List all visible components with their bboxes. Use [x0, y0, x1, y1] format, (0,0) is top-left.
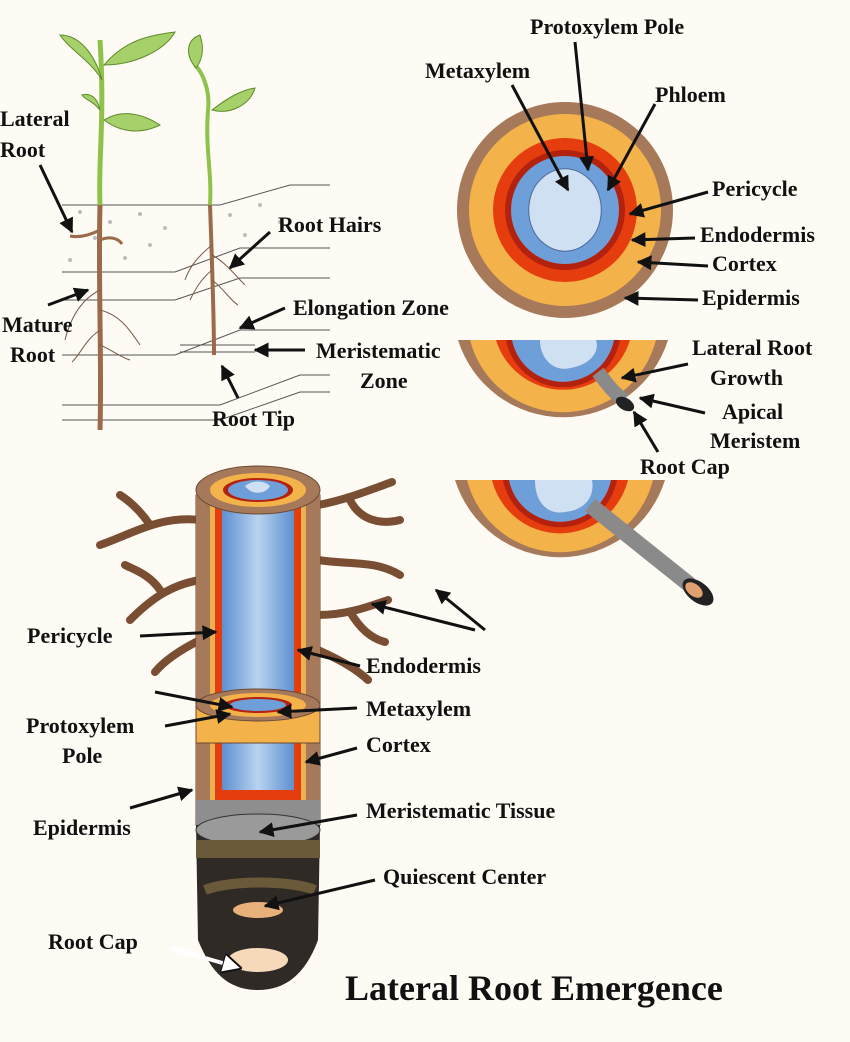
label-pericycle-bottom: Pericycle	[27, 623, 113, 648]
arrow-root-cap-bottom	[169, 946, 240, 968]
label-cortex-top: Cortex	[712, 251, 777, 276]
lateral-root-emerged-section	[455, 480, 714, 606]
arrow-meristematic-tissue	[258, 813, 358, 838]
arrow-epidermis	[623, 290, 699, 306]
arrow-metaxylem	[510, 84, 570, 192]
seedling-illustration	[59, 31, 330, 431]
mature-plant	[59, 31, 176, 431]
label-protoxylem-pole-bottom-1: Protoxylem	[26, 713, 134, 738]
diagram-title: Lateral Root Emergence	[345, 968, 723, 1008]
root-hairs	[96, 478, 404, 684]
annotation-arrows	[38, 41, 709, 968]
label-protoxylem-pole-top: Protoxylem Pole	[530, 14, 684, 39]
label-metaxylem-top: Metaxylem	[425, 58, 530, 83]
label-meristematic-tissue: Meristematic Tissue	[366, 798, 555, 823]
arrow-pericycle-bottom	[139, 625, 218, 641]
arrow-cortex-bottom	[304, 746, 358, 766]
label-lateral-root-1: Lateral	[0, 106, 70, 131]
label-phloem: Phloem	[655, 82, 726, 107]
arrow-mature-root	[47, 287, 90, 307]
label-lateral-root-growth-2: Growth	[710, 365, 783, 390]
label-cortex-bottom: Cortex	[366, 732, 431, 757]
arrow-root-tip	[220, 364, 240, 399]
label-metaxylem-bottom: Metaxylem	[366, 696, 471, 721]
label-endodermis-top: Endodermis	[700, 222, 815, 247]
soil-texture	[68, 203, 282, 262]
label-root-hairs: Root Hairs	[278, 212, 382, 237]
label-lateral-root-growth-1: Lateral Root	[692, 335, 813, 360]
label-apical-meristem-2: Meristem	[710, 428, 800, 453]
arrow-root-hairs-b	[434, 588, 486, 632]
label-meristematic-zone-2: Zone	[360, 368, 408, 393]
label-endodermis-bottom: Endodermis	[366, 653, 481, 678]
arrow-metaxylem-bottom	[276, 703, 358, 719]
label-root-cap-mid: Root Cap	[640, 454, 730, 479]
label-protoxylem-pole-bottom-2: Pole	[62, 743, 103, 768]
arrow-epidermis-bottom	[129, 786, 194, 810]
label-pericycle-top: Pericycle	[712, 176, 798, 201]
young-plant	[184, 34, 256, 356]
arrow-root-hairs-a	[370, 600, 476, 632]
arrow-root-hairs	[228, 230, 272, 270]
longitudinal-root	[96, 465, 404, 990]
arrow-quiescent-center	[263, 878, 376, 911]
arrow-lateral-root	[38, 164, 74, 234]
label-mature-root-2: Root	[10, 342, 56, 367]
arrow-endodermis-bottom	[296, 646, 361, 668]
labels: Lateral Root Root Hairs Mature Root Elon…	[0, 14, 815, 1008]
arrow-phloem	[606, 103, 657, 192]
arrow-cortex	[636, 255, 709, 271]
arrow-lateral-root-growth	[620, 362, 689, 383]
arrow-pericycle	[628, 190, 709, 218]
label-meristematic-zone-1: Meristematic	[316, 338, 441, 363]
label-apical-meristem-1: Apical	[722, 399, 783, 424]
label-mature-root-1: Mature	[2, 312, 73, 337]
arrow-endodermis	[630, 232, 696, 248]
root-cross-section	[457, 102, 673, 318]
label-root-tip: Root Tip	[212, 406, 295, 431]
lateral-root-growth-section	[458, 340, 668, 418]
label-elongation-zone: Elongation Zone	[293, 295, 449, 320]
label-root-cap-bottom: Root Cap	[48, 929, 138, 954]
arrow-apical-meristem	[638, 393, 706, 415]
label-lateral-root-2: Root	[0, 137, 46, 162]
arrow-protoxylem-pole	[573, 41, 595, 172]
arrow-root-cap-mid	[632, 410, 660, 453]
label-epidermis-bottom: Epidermis	[33, 815, 131, 840]
arrow-protoxylem-a	[154, 690, 234, 712]
label-epidermis-top: Epidermis	[702, 285, 800, 310]
arrow-elongation-zone	[238, 306, 286, 330]
label-quiescent-center: Quiescent Center	[383, 864, 546, 889]
arrow-protoxylem-b	[164, 709, 232, 728]
